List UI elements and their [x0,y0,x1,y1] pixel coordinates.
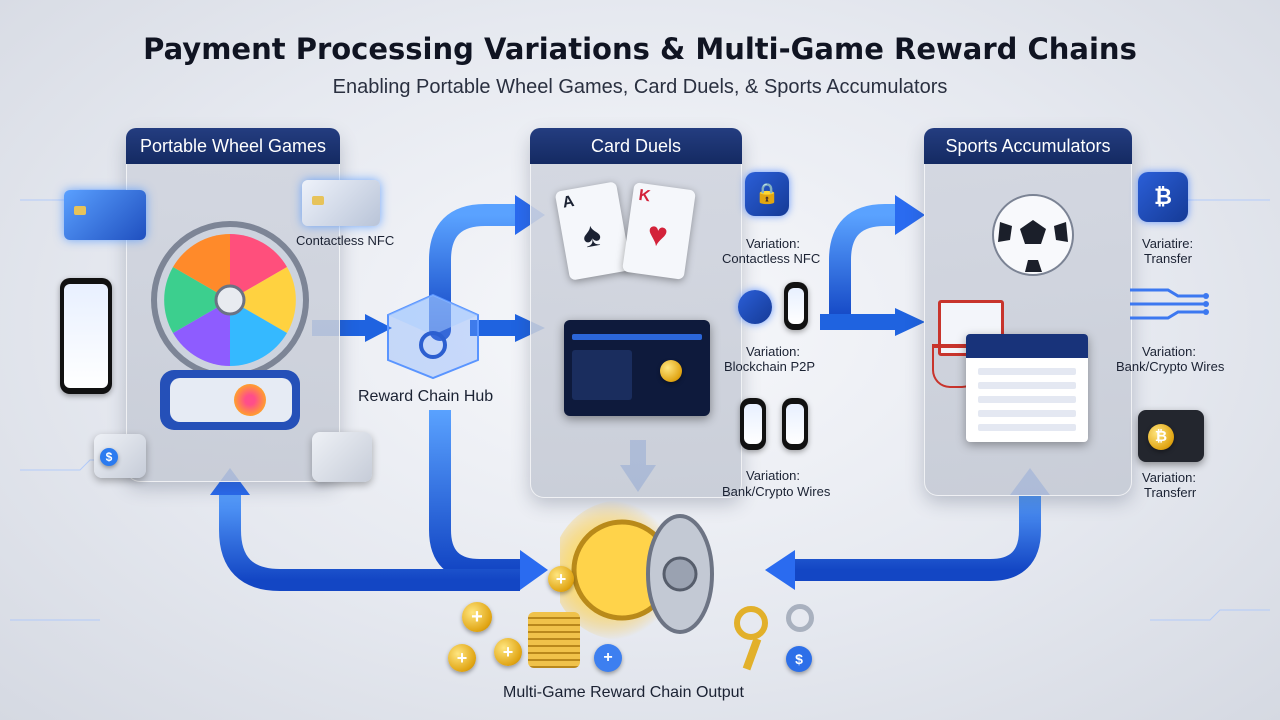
arrow-hub-to-output [429,410,525,581]
card-variation-2-line2: Blockchain P2P [724,359,816,374]
key-icon-gold [734,606,768,640]
label-reward-chain-output: Multi-Game Reward Chain Output [503,684,744,701]
phone-icon [60,278,112,394]
sports-variation-1-line1: Variatire: [1142,236,1194,251]
card-letter-king: K [637,186,652,206]
lock-icon: 🔒 [745,172,789,216]
arrow-hub-to-cards [429,204,536,341]
panel-sports-title: Sports Accumulators [924,128,1132,164]
bank-phone-icon-2 [782,398,808,450]
panel-card-duels-title: Card Duels [530,128,742,164]
sports-variation-3-line1: Variation: [1142,470,1196,485]
key-icon-silver [786,604,814,632]
wallet-icon [312,432,372,482]
card-variation-3-line1: Variation: [746,468,800,483]
page-title: Payment Processing Variations & Multi-Ga… [143,32,1137,66]
nfc-card-icon [302,180,380,226]
sports-variation-2-line2: Bank/Crypto Wires [1116,359,1225,374]
betting-slip-screen [966,334,1088,442]
coin-plus-icon-2: + [462,602,492,632]
sports-variation-2-line1: Variation: [1142,344,1196,359]
sports-variation-3-line2: Transferr [1144,485,1197,500]
credit-card-icon [64,190,146,240]
soccer-ball-icon [992,194,1074,276]
card-variation-3-line2: Bank/Crypto Wires [722,484,831,499]
label-reward-chain-hub: Reward Chain Hub [358,388,494,405]
coin-dollar-icon: $ [786,646,812,672]
coin-stack-icon [528,612,580,668]
playing-card-king-icon: K ♥ [622,182,696,280]
circuit-transfer-icon [1130,288,1209,320]
sports-variation-1-line2: Transfer [1144,251,1192,266]
crypto-wallet-icon: ₿ [1138,410,1204,462]
coin-plus-icon-3: + [448,644,476,672]
spin-wheel-icon [151,221,309,430]
blockchain-network-icon [738,290,772,324]
card-variation-1-line2: Contactless NFC [722,251,821,266]
card-letter-ace: A [561,192,576,212]
wallet-icon-dollar: $ [94,434,146,478]
reward-vault-icon [560,500,714,640]
card-variation-2-line1: Variation: [746,344,800,359]
page-subtitle: Enabling Portable Wheel Games, Card Duel… [332,76,948,98]
tablet-game-screen [564,320,710,416]
coin-blue-icon: + [594,644,622,672]
arrow-sports-to-output [790,490,1041,581]
bitcoin-icon: ₿ [1138,172,1188,222]
p2p-phone-icon [784,282,808,330]
bank-phone-icon-1 [740,398,766,450]
coin-plus-icon-4: + [494,638,522,666]
card-variation-1-line1: Variation: [746,236,800,251]
coin-plus-icon-1: + [548,566,574,592]
arrow-cards-to-sports [829,204,900,320]
arrow-output-to-wheel [219,490,520,591]
panel-wheel-games-title: Portable Wheel Games [126,128,340,164]
reward-hub-cube-icon [387,293,479,380]
label-contactless-nfc-wheel: Contactless NFC [296,233,395,248]
